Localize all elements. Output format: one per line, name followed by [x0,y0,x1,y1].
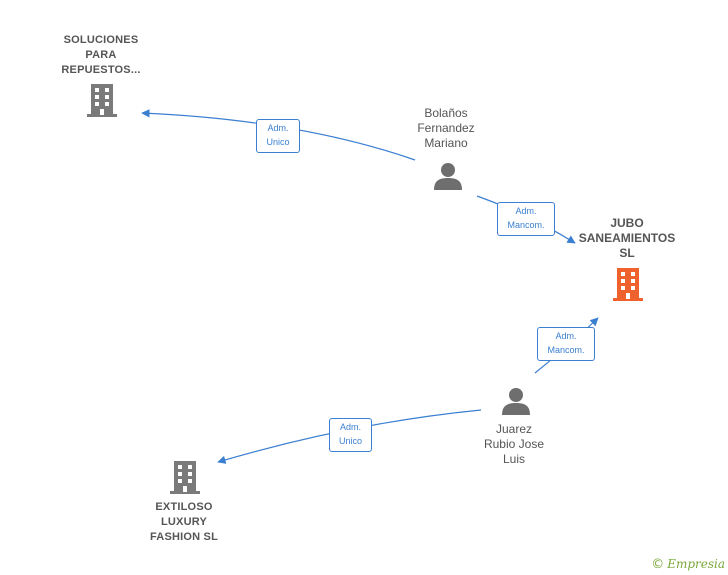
copyright-icon: © [651,557,665,572]
relation-label-adm-unico[interactable]: Adm. Unico [329,418,372,452]
person-icon[interactable] [434,163,462,190]
relation-label-adm-mancom[interactable]: Adm. Mancom. [537,327,595,361]
footer-brand[interactable]: ©Empresia [651,557,725,572]
relation-label-adm-mancom[interactable]: Adm. Mancom. [497,202,555,236]
brand-logo-text: Empresia [667,557,725,571]
person-icon[interactable] [502,388,530,415]
node-label-soluciones[interactable]: SOLUCIONES PARA REPUESTOS... [61,34,141,76]
building-icon[interactable] [613,268,643,301]
node-label-bolanos[interactable]: Bolaños Fernandez Mariano [417,106,475,150]
building-icon[interactable] [87,84,117,117]
node-label-extiloso[interactable]: EXTILOSO LUXURY FASHION SL [149,501,218,543]
node-label-jubo[interactable]: JUBO SANEAMIENTOS SL [578,216,676,260]
building-icon[interactable] [170,461,200,494]
node-label-juarez[interactable]: Juarez Rubio Jose Luis [483,422,545,466]
relation-label-adm-unico[interactable]: Adm. Unico [256,119,300,153]
